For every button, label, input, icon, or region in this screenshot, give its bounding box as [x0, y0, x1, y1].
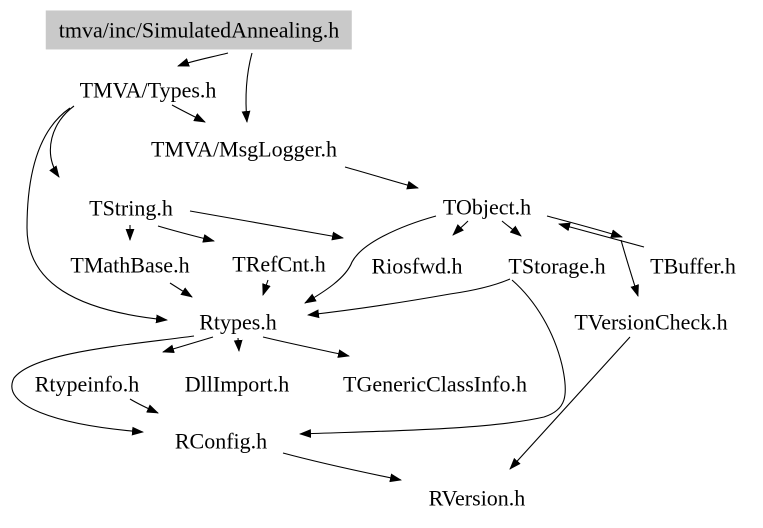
- edge-tstorage-to-rtypes: [307, 278, 511, 319]
- edge-rtypes-to-dllimport: [233, 337, 243, 352]
- edge-tobject-to-tstorage: [501, 220, 522, 237]
- edge-rtypes-to-rtypeinfo: [162, 336, 214, 354]
- edge-tobject-to-rtypes: [304, 215, 437, 304]
- node-tstring[interactable]: TString.h: [89, 195, 173, 221]
- edge-tstring-to-riosfwd: [189, 210, 344, 241]
- edge-tversioncheck-to-rversion: [509, 336, 631, 470]
- node-tbuffer[interactable]: TBuffer.h: [650, 253, 736, 279]
- node-tversioncheck[interactable]: TVersionCheck.h: [574, 309, 728, 335]
- edge-types-to-rtypes: [26, 107, 168, 324]
- edge-tobject-to-tbuffer: [546, 215, 623, 238]
- edge-msglogger-to-tobject: [344, 166, 419, 190]
- node-tgenericclassinfo[interactable]: TGenericClassInfo.h: [343, 371, 527, 397]
- edge-group: [11, 52, 645, 483]
- node-types[interactable]: TMVA/Types.h: [79, 77, 217, 103]
- node-trefcnt[interactable]: TRefCnt.h: [232, 251, 326, 277]
- edge-rtypes-to-rconfig: [11, 335, 195, 436]
- edge-tobject-to-tversioncheck: [620, 239, 639, 297]
- node-dllimport[interactable]: DllImport.h: [184, 371, 290, 397]
- edge-rtypeinfo-to-rconfig: [129, 398, 159, 414]
- node-msglogger[interactable]: TMVA/MsgLogger.h: [151, 136, 337, 162]
- edge-tstring-to-trefcnt: [157, 225, 215, 243]
- node-riosfwd[interactable]: Riosfwd.h: [371, 253, 463, 279]
- edge-rconfig-to-rversion: [282, 452, 402, 483]
- node-simulatedannealing: tmva/inc/SimulatedAnnealing.h: [45, 10, 353, 50]
- node-tobject[interactable]: TObject.h: [442, 194, 532, 220]
- node-rtypeinfo[interactable]: Rtypeinfo.h: [34, 371, 140, 397]
- edge-tbuffer-to-tobject: [558, 222, 645, 248]
- node-rconfig[interactable]: RConfig.h: [174, 428, 268, 454]
- edge-tobject-to-riosfwd: [452, 220, 469, 236]
- edge-types-to-tstring: [49, 105, 75, 178]
- edge-simulatedannealing-to-msglogger: [241, 52, 253, 123]
- node-tmathbase[interactable]: TMathBase.h: [70, 252, 190, 278]
- edge-trefcnt-to-rtypes: [262, 279, 271, 296]
- node-tstorage[interactable]: TStorage.h: [508, 253, 606, 279]
- edge-tmathbase-to-rtypes: [169, 282, 193, 298]
- node-rtypes[interactable]: Rtypes.h: [199, 309, 277, 335]
- node-rversion[interactable]: RVersion.h: [428, 485, 526, 511]
- edge-tstorage-to-rconfig: [299, 279, 566, 438]
- edge-types-to-msglogger: [171, 104, 206, 123]
- edge-rtypes-to-tgenericclassinfo: [262, 336, 350, 358]
- edge-simulatedannealing-to-types: [177, 52, 229, 67]
